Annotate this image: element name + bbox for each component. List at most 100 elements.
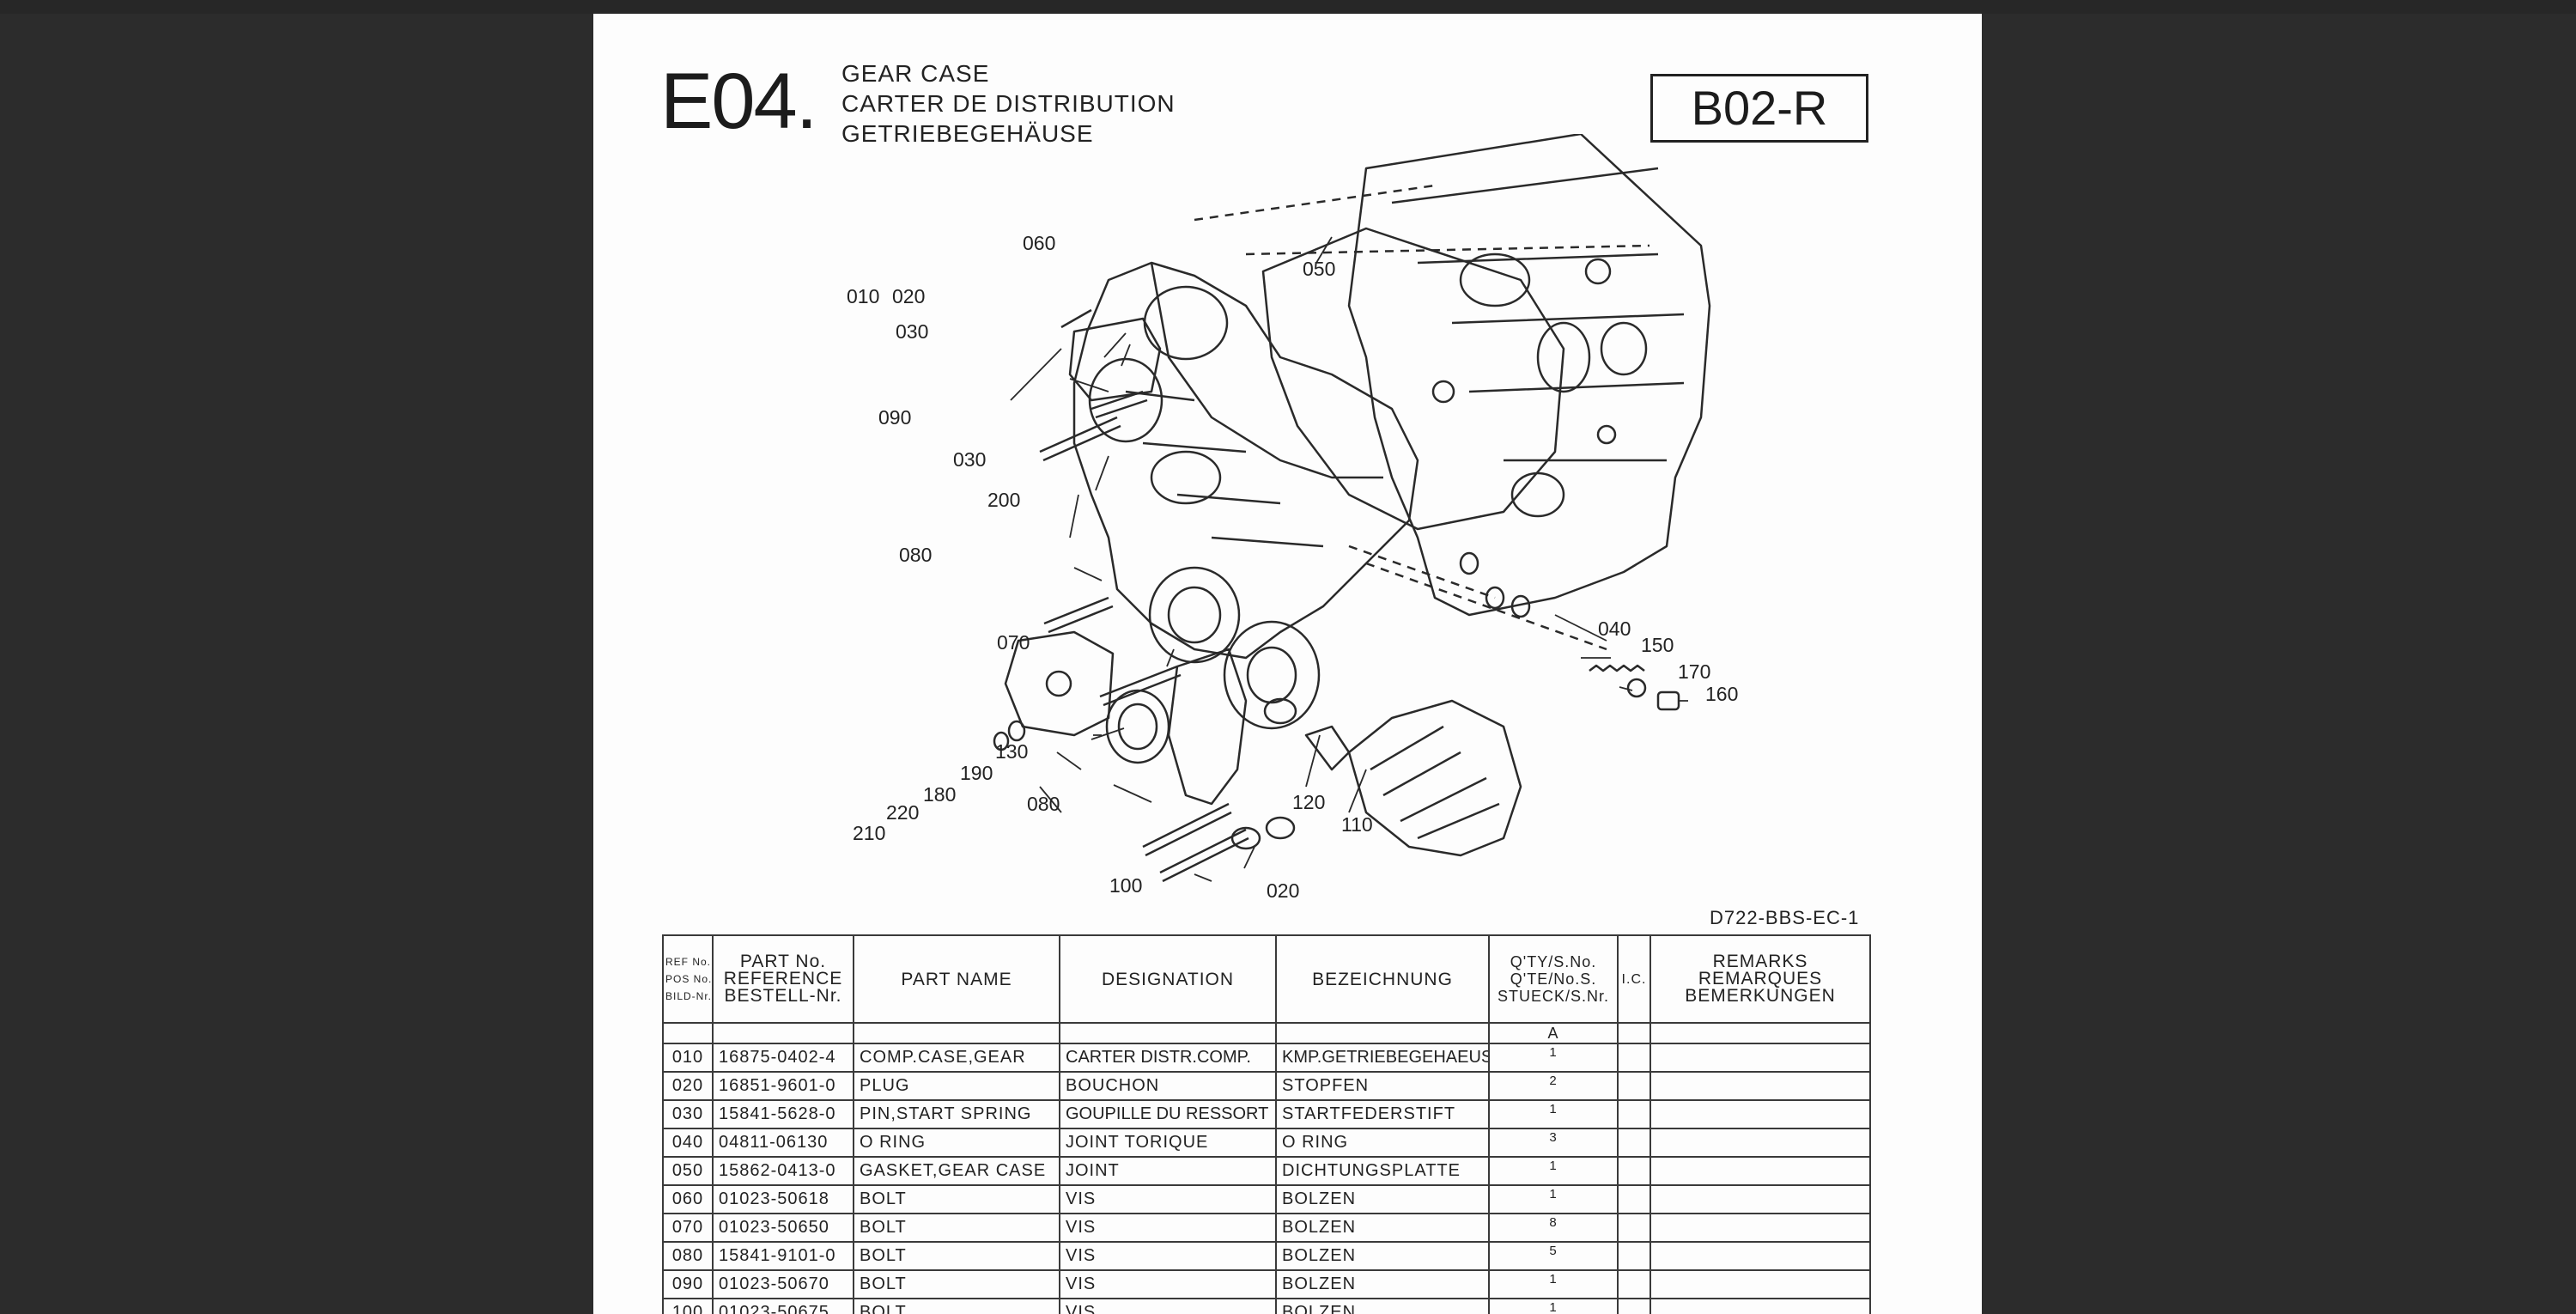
qty-cell: 1: [1488, 1043, 1619, 1073]
header-part-name: PART NAME: [853, 934, 1060, 1024]
callout-020: 020: [892, 285, 925, 307]
part-no-cell: 16875-0402-4: [712, 1043, 854, 1073]
remarks-cell: [1649, 1128, 1871, 1158]
part-name-cell: O RING: [853, 1128, 1060, 1158]
section-code: E04.: [660, 58, 817, 145]
header-ref-no: REF No. POS No. BILD-Nr.: [662, 934, 714, 1024]
callout-190: 190: [960, 762, 993, 784]
callout-030b: 030: [953, 448, 986, 471]
ic-cell: [1617, 1128, 1651, 1158]
remarks-cell: [1649, 1298, 1871, 1314]
callout-150: 150: [1641, 634, 1674, 656]
callout-090: 090: [878, 406, 911, 429]
header-part-no: PART No. REFERENCE BESTELL-Nr.: [712, 934, 854, 1024]
ic-cell: [1617, 1269, 1651, 1299]
callout-110: 110: [1341, 813, 1373, 836]
part-name-cell: PLUG: [853, 1071, 1060, 1101]
part-name-cell: BOLT: [853, 1213, 1060, 1243]
qty-cell: 3: [1488, 1128, 1619, 1158]
bezeichnung-cell: BOLZEN: [1275, 1184, 1490, 1214]
model-code-box: B02-R: [1650, 74, 1868, 143]
part-no-cell: 01023-50670: [712, 1269, 854, 1299]
qty-cell: 2: [1488, 1071, 1619, 1101]
designation-cell: VIS: [1059, 1241, 1277, 1271]
gear-case-illustration: 060 010 020 030 050 090 030 200 080 070 …: [847, 132, 1738, 902]
callout-010: 010: [847, 285, 879, 307]
remarks-cell: [1649, 1241, 1871, 1271]
designation-cell: VIS: [1059, 1213, 1277, 1243]
callout-120: 120: [1292, 791, 1325, 813]
pulley-drawing: [1223, 620, 1321, 730]
bezeichnung-cell: BOLZEN: [1275, 1298, 1490, 1314]
qty-cell: 1: [1488, 1156, 1619, 1186]
designation-cell: BOUCHON: [1059, 1071, 1277, 1101]
callout-100: 100: [1109, 874, 1142, 897]
callout-130: 130: [995, 740, 1028, 763]
callout-210: 210: [853, 822, 885, 844]
designation-cell: GOUPILLE DU RESSORT: [1059, 1099, 1277, 1129]
ref-cell: 030: [662, 1099, 714, 1129]
ref-cell: 100: [662, 1298, 714, 1314]
drawing-reference: D722-BBS-EC-1: [1710, 907, 1860, 928]
qty-column-a: A: [1488, 1022, 1619, 1044]
header-designation: DESIGNATION: [1059, 934, 1277, 1024]
header-remarks: REMARKS REMARQUES BEMERKUNGEN: [1649, 934, 1871, 1024]
part-name-cell: BOLT: [853, 1298, 1060, 1314]
callout-070: 070: [997, 631, 1030, 654]
bezeichnung-cell: O RING: [1275, 1128, 1490, 1158]
header-ic: I.C.: [1617, 934, 1651, 1024]
callout-030: 030: [896, 320, 928, 343]
part-no-cell: 15841-5628-0: [712, 1099, 854, 1129]
ref-cell: 040: [662, 1128, 714, 1158]
part-name-cell: COMP.CASE,GEAR: [853, 1043, 1060, 1073]
qty-cell: 5: [1488, 1241, 1619, 1271]
callout-220: 220: [886, 801, 919, 824]
part-name-cell: BOLT: [853, 1184, 1060, 1214]
document-page: E04. GEAR CASE CARTER DE DISTRIBUTION GE…: [593, 14, 1982, 1314]
remarks-cell: [1649, 1184, 1871, 1214]
bezeichnung-cell: DICHTUNGSPLATTE: [1275, 1156, 1490, 1186]
callout-050: 050: [1303, 258, 1335, 280]
remarks-cell: [1649, 1099, 1871, 1129]
ic-cell: [1617, 1043, 1651, 1073]
callout-200: 200: [987, 489, 1020, 511]
header-bezeichnung: BEZEICHNUNG: [1275, 934, 1490, 1024]
ref-cell: 020: [662, 1071, 714, 1101]
qty-cell: 8: [1488, 1213, 1619, 1243]
seal-drawing: [1105, 689, 1170, 764]
oil-filter-drawing: [1347, 699, 1522, 857]
ic-cell: [1617, 1071, 1651, 1101]
bezeichnung-cell: BOLZEN: [1275, 1213, 1490, 1243]
bezeichnung-cell: BOLZEN: [1275, 1269, 1490, 1299]
remarks-cell: [1649, 1071, 1871, 1101]
engine-block-drawing: [1347, 132, 1711, 617]
header-qty: Q'TY/S.No. Q'TE/No.S. STUECK/S.Nr.: [1488, 934, 1619, 1024]
ref-cell: 090: [662, 1269, 714, 1299]
designation-cell: VIS: [1059, 1269, 1277, 1299]
bezeichnung-cell: KMP.GETRIEBEGEHAEUSE: [1275, 1043, 1490, 1073]
qty-cell: 1: [1488, 1298, 1619, 1314]
callout-040: 040: [1598, 617, 1631, 640]
part-no-cell: 15862-0413-0: [712, 1156, 854, 1186]
designation-cell: JOINT TORIQUE: [1059, 1128, 1277, 1158]
part-no-cell: 01023-50675: [712, 1298, 854, 1314]
callout-080b: 080: [1027, 793, 1060, 815]
qty-cell: 1: [1488, 1269, 1619, 1299]
part-name-cell: BOLT: [853, 1269, 1060, 1299]
ic-cell: [1617, 1241, 1651, 1271]
exploded-parts-diagram: 060 010 020 030 050 090 030 200 080 070 …: [593, 132, 1982, 907]
part-no-cell: 16851-9601-0: [712, 1071, 854, 1101]
title-english: GEAR CASE: [841, 60, 990, 87]
viewer-top-bar: [0, 0, 2576, 14]
part-name-cell: PIN,START SPRING: [853, 1099, 1060, 1129]
part-no-cell: 01023-50650: [712, 1213, 854, 1243]
designation-cell: VIS: [1059, 1184, 1277, 1214]
title-french: CARTER DE DISTRIBUTION: [841, 90, 1176, 117]
